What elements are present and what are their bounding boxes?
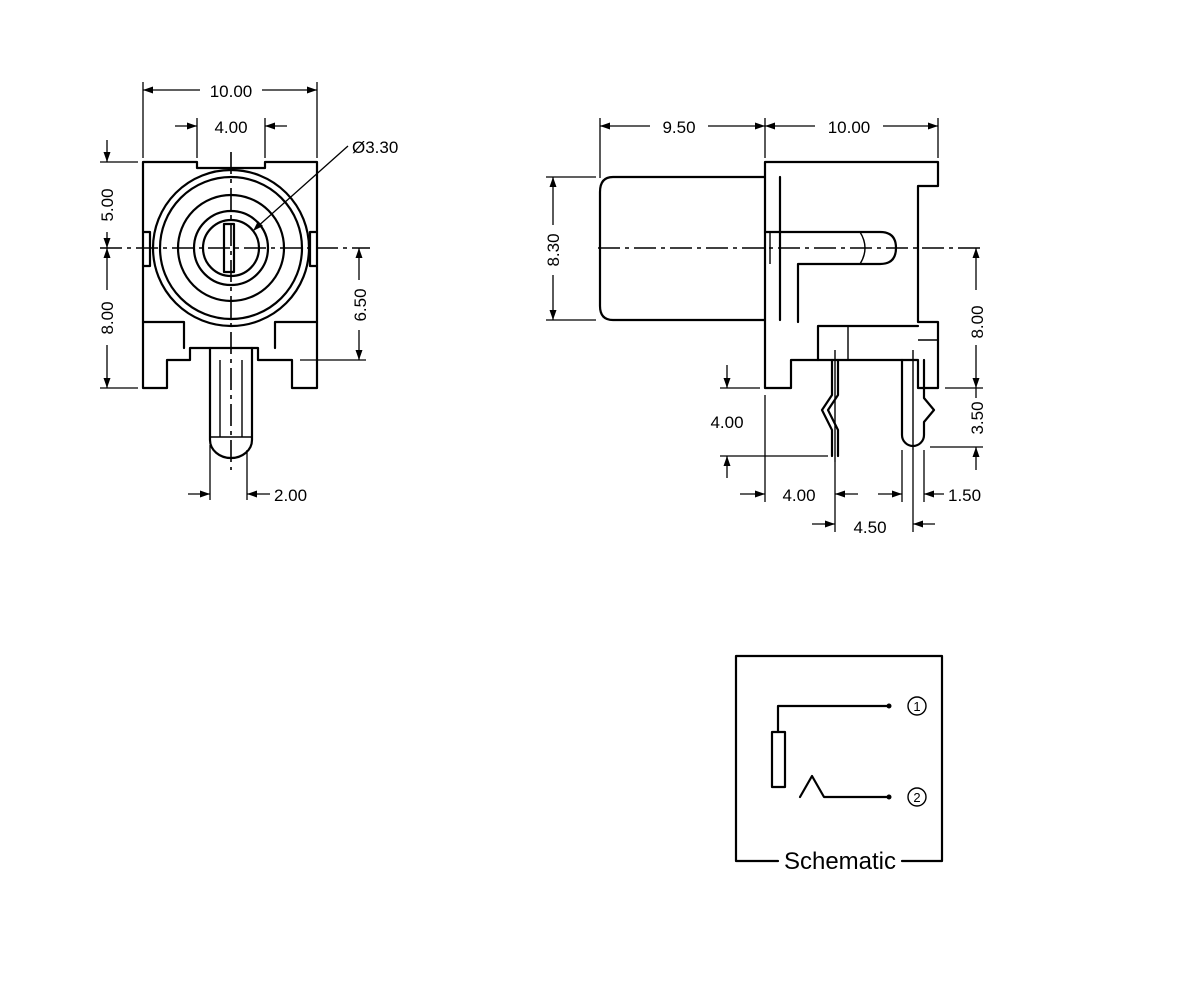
dim-side-pitch-label: 4.50 — [853, 518, 886, 537]
dim-side-right: 8.00 — [945, 248, 987, 389]
schematic-pin1-label: 1 — [913, 699, 920, 714]
front-shoulder-line — [141, 320, 319, 350]
dim-front-diameter: Ø3.30 — [253, 138, 398, 231]
side-view: 9.50 10.00 8.30 8.00 — [544, 118, 987, 537]
front-body-outline — [141, 160, 319, 390]
dim-side-pin-len: 4.00 — [710, 365, 828, 478]
dim-side-pin-len2: 3.50 — [930, 388, 987, 470]
dim-side-height-label: 8.30 — [544, 233, 563, 266]
side-pin-channel — [763, 230, 898, 324]
dim-side-body: 10.00 — [765, 118, 939, 158]
dim-front-top: 5.00 — [98, 140, 138, 248]
schematic-pin2-label: 2 — [913, 790, 920, 805]
dim-side-height: 8.30 — [544, 176, 596, 321]
schematic-title: Schematic — [784, 848, 896, 875]
dim-side-pin-len2-label: 3.50 — [968, 401, 987, 434]
dim-front-width: 10.00 — [142, 82, 318, 158]
side-barrel — [598, 175, 767, 322]
dim-front-mid-label: 6.50 — [351, 288, 370, 321]
dim-front-diameter-label: Ø3.30 — [352, 138, 398, 157]
dim-front-width-label: 10.00 — [210, 82, 253, 101]
schematic-line-2 — [798, 774, 890, 799]
schematic-node-1 — [886, 703, 892, 709]
dim-side-pitch: 4.50 — [812, 450, 935, 537]
side-pin-left — [820, 358, 840, 458]
dim-front-top-label: 5.00 — [98, 188, 117, 221]
dim-front-pin: 2.00 — [188, 445, 307, 505]
dim-front-bottom-label: 8.00 — [98, 301, 117, 334]
front-view: 10.00 4.00 Ø3.30 5.00 — [98, 82, 398, 505]
dim-front-slot: 4.00 — [175, 118, 287, 158]
schematic-line-1 — [776, 704, 890, 734]
dim-side-pin-gap: 1.50 — [878, 450, 981, 505]
dim-front-slot-label: 4.00 — [214, 118, 247, 137]
dim-side-front-label: 9.50 — [662, 118, 695, 137]
schematic-sleeve — [770, 730, 787, 789]
dim-side-pin-len-label: 4.00 — [710, 413, 743, 432]
schematic: Schematic 1 2 — [734, 654, 944, 875]
schematic-pin1-marker — [907, 696, 927, 716]
schematic-frame — [734, 654, 944, 863]
side-lower-block — [816, 324, 920, 362]
side-pin-right — [900, 358, 936, 448]
dim-side-pin-pos: 4.00 — [740, 395, 858, 505]
dim-front-pin-label: 2.00 — [274, 486, 307, 505]
dim-side-body-label: 10.00 — [828, 118, 871, 137]
dim-side-pin-pos-label: 4.00 — [782, 486, 815, 505]
schematic-pin2-marker — [907, 787, 927, 807]
front-side-tab-left — [141, 230, 152, 268]
side-body-outline — [763, 160, 940, 390]
dim-front-bottom: 8.00 — [98, 248, 138, 389]
schematic-node-2 — [886, 794, 892, 800]
dim-side-front: 9.50 — [599, 118, 766, 178]
dim-side-pin-gap-label: 1.50 — [948, 486, 981, 505]
dim-front-mid: 6.50 — [300, 248, 370, 361]
dim-side-right-label: 8.00 — [968, 305, 987, 338]
